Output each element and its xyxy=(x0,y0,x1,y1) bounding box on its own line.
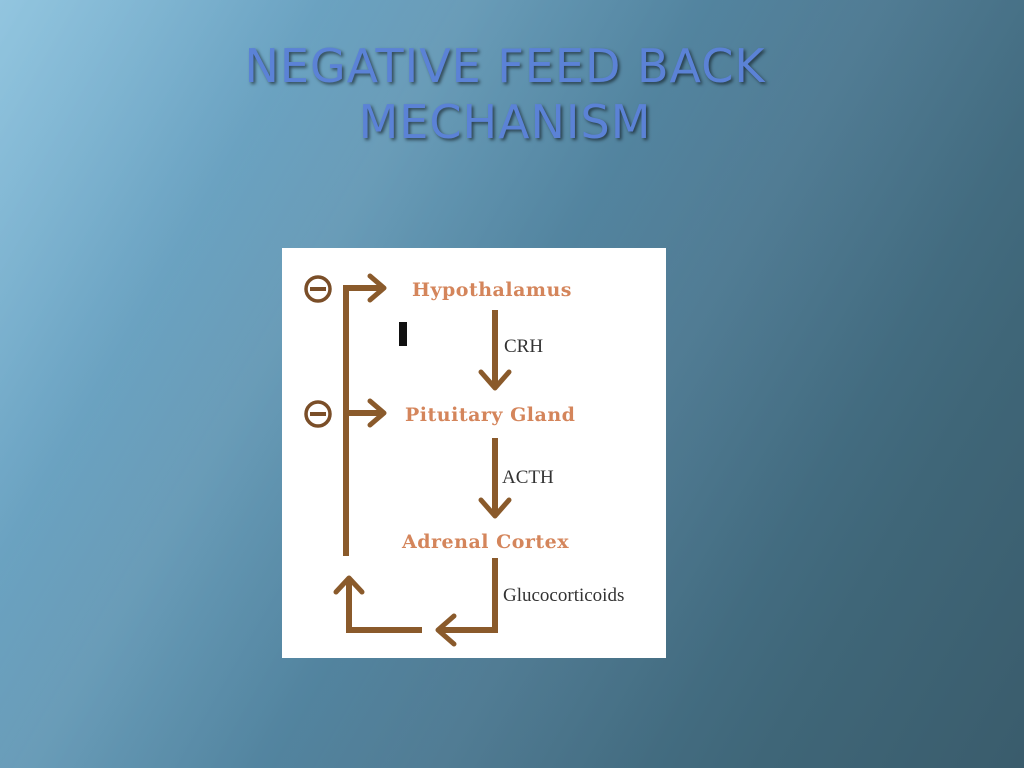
hormone-glucocorticoids: Glucocorticoids xyxy=(503,585,624,606)
feedback-loop xyxy=(333,273,422,633)
crh-arrow xyxy=(478,310,512,391)
slide-title-line-2: MECHANISM xyxy=(358,95,652,149)
branch-hypothalamus-arrowhead xyxy=(367,273,387,303)
minus-circle-icon xyxy=(304,400,332,428)
node-adrenal-cortex: Adrenal Cortex xyxy=(401,531,569,553)
node-hypothalamus: Hypothalamus xyxy=(412,279,572,301)
branch-pituitary-arrowhead xyxy=(367,398,387,428)
hormone-crh: CRH xyxy=(504,336,543,357)
stray-mark xyxy=(399,322,407,346)
minus-circle-icon xyxy=(304,275,332,303)
feedback-up-arrowhead xyxy=(333,575,365,595)
hormone-acth: ACTH xyxy=(502,467,554,488)
acth-arrow xyxy=(478,438,512,519)
feedback-diagram-svg: Hypothalamus Pituitary Gland Adrenal Cor… xyxy=(304,273,624,647)
slide-title-line-1: NEGATIVE FEED BACK xyxy=(244,39,766,93)
slide-title: NEGATIVE FEED BACK MECHANISM xyxy=(0,38,1010,150)
node-pituitary-gland: Pituitary Gland xyxy=(405,404,575,426)
glucocorticoids-arrow xyxy=(435,558,498,647)
feedback-diagram: Hypothalamus Pituitary Gland Adrenal Cor… xyxy=(282,248,666,658)
